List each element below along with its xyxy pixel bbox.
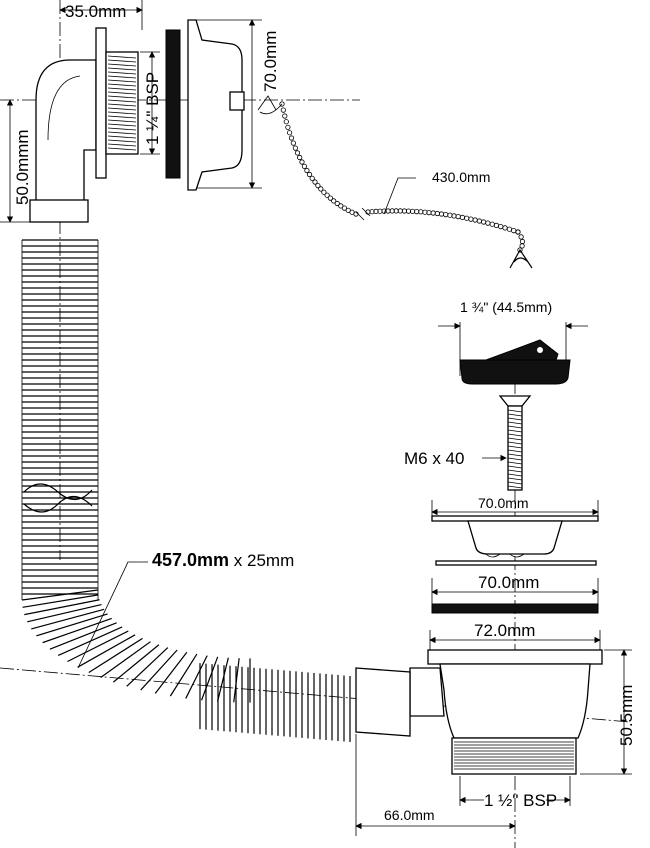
plug-diameter-label: 1 ¾" (44.5mm): [460, 299, 552, 315]
chain-length-label: 430.0mm: [432, 169, 490, 185]
outlet-reach-label: 66.0mm: [384, 807, 435, 823]
overflow-washer: [165, 29, 181, 179]
overflow-face-plate: [187, 19, 245, 191]
hose-bore-value: x 25mm: [229, 551, 294, 570]
washer-diameter-label: 70.0mm: [478, 573, 539, 592]
flange-diameter-label: 72.0mm: [474, 621, 535, 640]
hose-length-label: 457.0mm x 25mm: [152, 550, 294, 570]
waste-thread-label: 1 ½" BSP: [484, 791, 557, 810]
screw-label: M6 x 40: [404, 449, 464, 468]
overflow-elbow: [29, 59, 97, 223]
waste-body: [355, 649, 603, 775]
flexible-hose: [21, 239, 351, 742]
plug-screw: [498, 395, 532, 491]
waste-grate: [431, 515, 599, 558]
hose-centreline: [0, 667, 631, 723]
grate-diameter-label: 70.0mm: [478, 495, 529, 511]
overflow-height-label: 50.0mmm: [13, 129, 32, 205]
rubber-washer: [431, 603, 599, 614]
outlet-offset-label: 35.0mm: [65, 2, 126, 21]
overflow-thread-label: 1 ¼" BSP: [143, 72, 162, 145]
overflow-face-label: 70.0mm: [261, 31, 280, 92]
body-height-label: 50.5mm: [617, 685, 636, 746]
thin-washer: [435, 560, 597, 566]
overflow-threaded-body: [95, 27, 139, 179]
hose-length-value: 457.0mm: [152, 550, 229, 570]
plug-chain: [257, 95, 533, 269]
rubber-plug: [459, 339, 571, 385]
